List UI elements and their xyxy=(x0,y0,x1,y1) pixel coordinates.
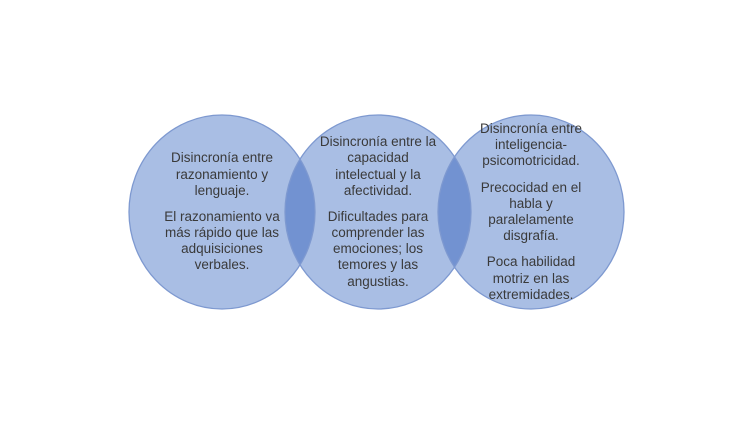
circle-text-paragraph: Disincronía entre inteligencia-psicomotr… xyxy=(479,121,583,169)
venn-circle-middle xyxy=(285,115,471,309)
circle-text-paragraph: Disincronía entre razonamiento y lenguaj… xyxy=(170,150,274,198)
venn-circle-right xyxy=(438,115,624,309)
venn-circle-right-outline xyxy=(437,114,625,310)
circle-text-paragraph: El razonamiento va más rápido que las ad… xyxy=(164,208,280,273)
circle-text-paragraph: Precocidad en el habla y paralelamente d… xyxy=(480,179,582,244)
circle-text-paragraph: Dificultades para comprender las emocion… xyxy=(327,208,429,289)
venn-circle-left xyxy=(129,115,315,309)
circle-right-text: Disincronía entre inteligencia-psicomotr… xyxy=(436,115,626,309)
circle-text-paragraph: Poca habilidad motriz en las extremidade… xyxy=(486,254,576,302)
circle-text-paragraph: Disincronía entre la capacidad intelectu… xyxy=(319,134,437,198)
venn-circle-middle-outline xyxy=(284,114,472,310)
circle-left-text: Disincronía entre razonamiento y lenguaj… xyxy=(127,115,317,309)
circle-middle-text: Disincronía entre la capacidad intelectu… xyxy=(283,115,473,309)
venn-circle-left-outline xyxy=(128,114,316,310)
